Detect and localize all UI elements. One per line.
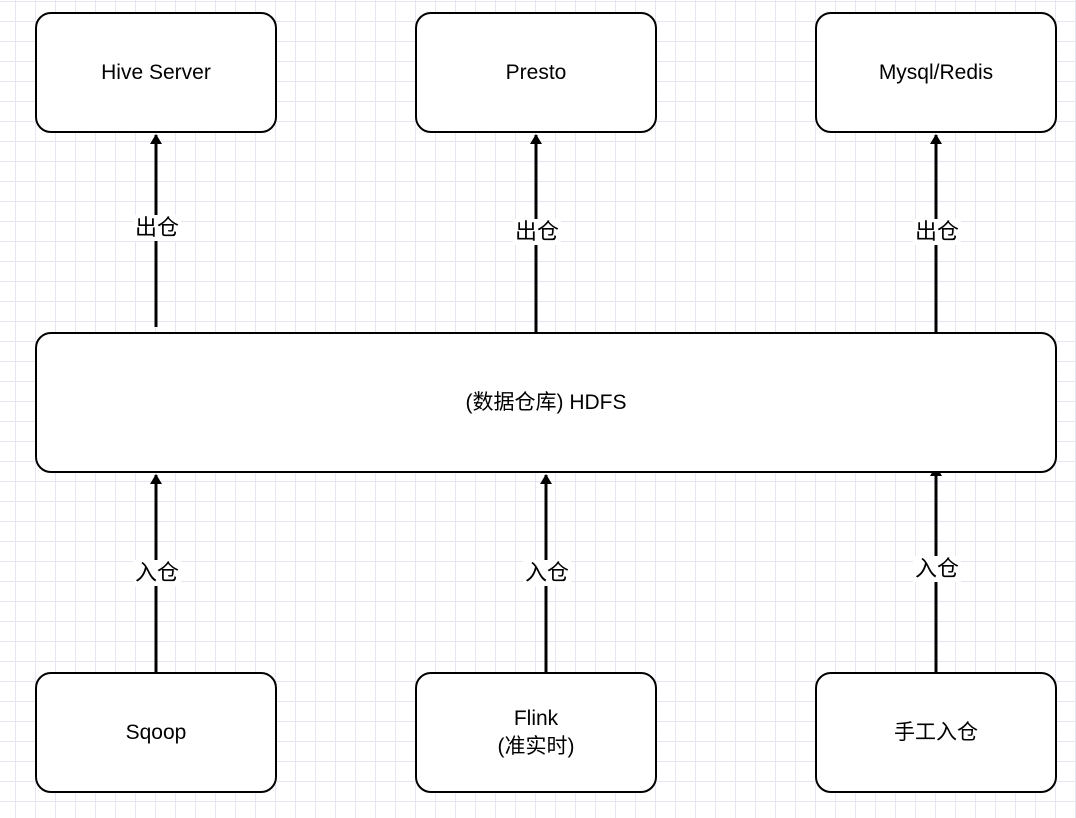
manual-ingest-label: 手工入仓: [894, 720, 978, 744]
mysql-redis-label: Mysql/Redis: [878, 60, 994, 84]
edge-label-sqoop: 入仓: [132, 560, 182, 586]
presto-label: Presto: [505, 60, 567, 84]
edge-label-presto: 出仓: [512, 219, 562, 245]
flink-label: Flink: [513, 706, 559, 730]
mysql-redis-node[interactable]: Mysql/Redis: [815, 12, 1057, 133]
hdfs-warehouse-label: (数据仓库) HDFS: [465, 390, 627, 414]
edge-label-flink: 入仓: [522, 560, 572, 586]
flink-node[interactable]: Flink (准实时): [415, 672, 657, 793]
manual-ingest-node[interactable]: 手工入仓: [815, 672, 1057, 793]
edge-label-hive-server: 出仓: [132, 215, 182, 241]
hive-server-label: Hive Server: [101, 60, 211, 84]
presto-node[interactable]: Presto: [415, 12, 657, 133]
edge-label-manual-ingest: 入仓: [912, 556, 962, 582]
sqoop-label: Sqoop: [125, 720, 187, 744]
edge-label-mysql-redis: 出仓: [912, 219, 962, 245]
sqoop-node[interactable]: Sqoop: [35, 672, 277, 793]
hdfs-warehouse-node[interactable]: (数据仓库) HDFS: [35, 332, 1057, 473]
hive-server-node[interactable]: Hive Server: [35, 12, 277, 133]
flink-sublabel: (准实时): [497, 734, 575, 758]
